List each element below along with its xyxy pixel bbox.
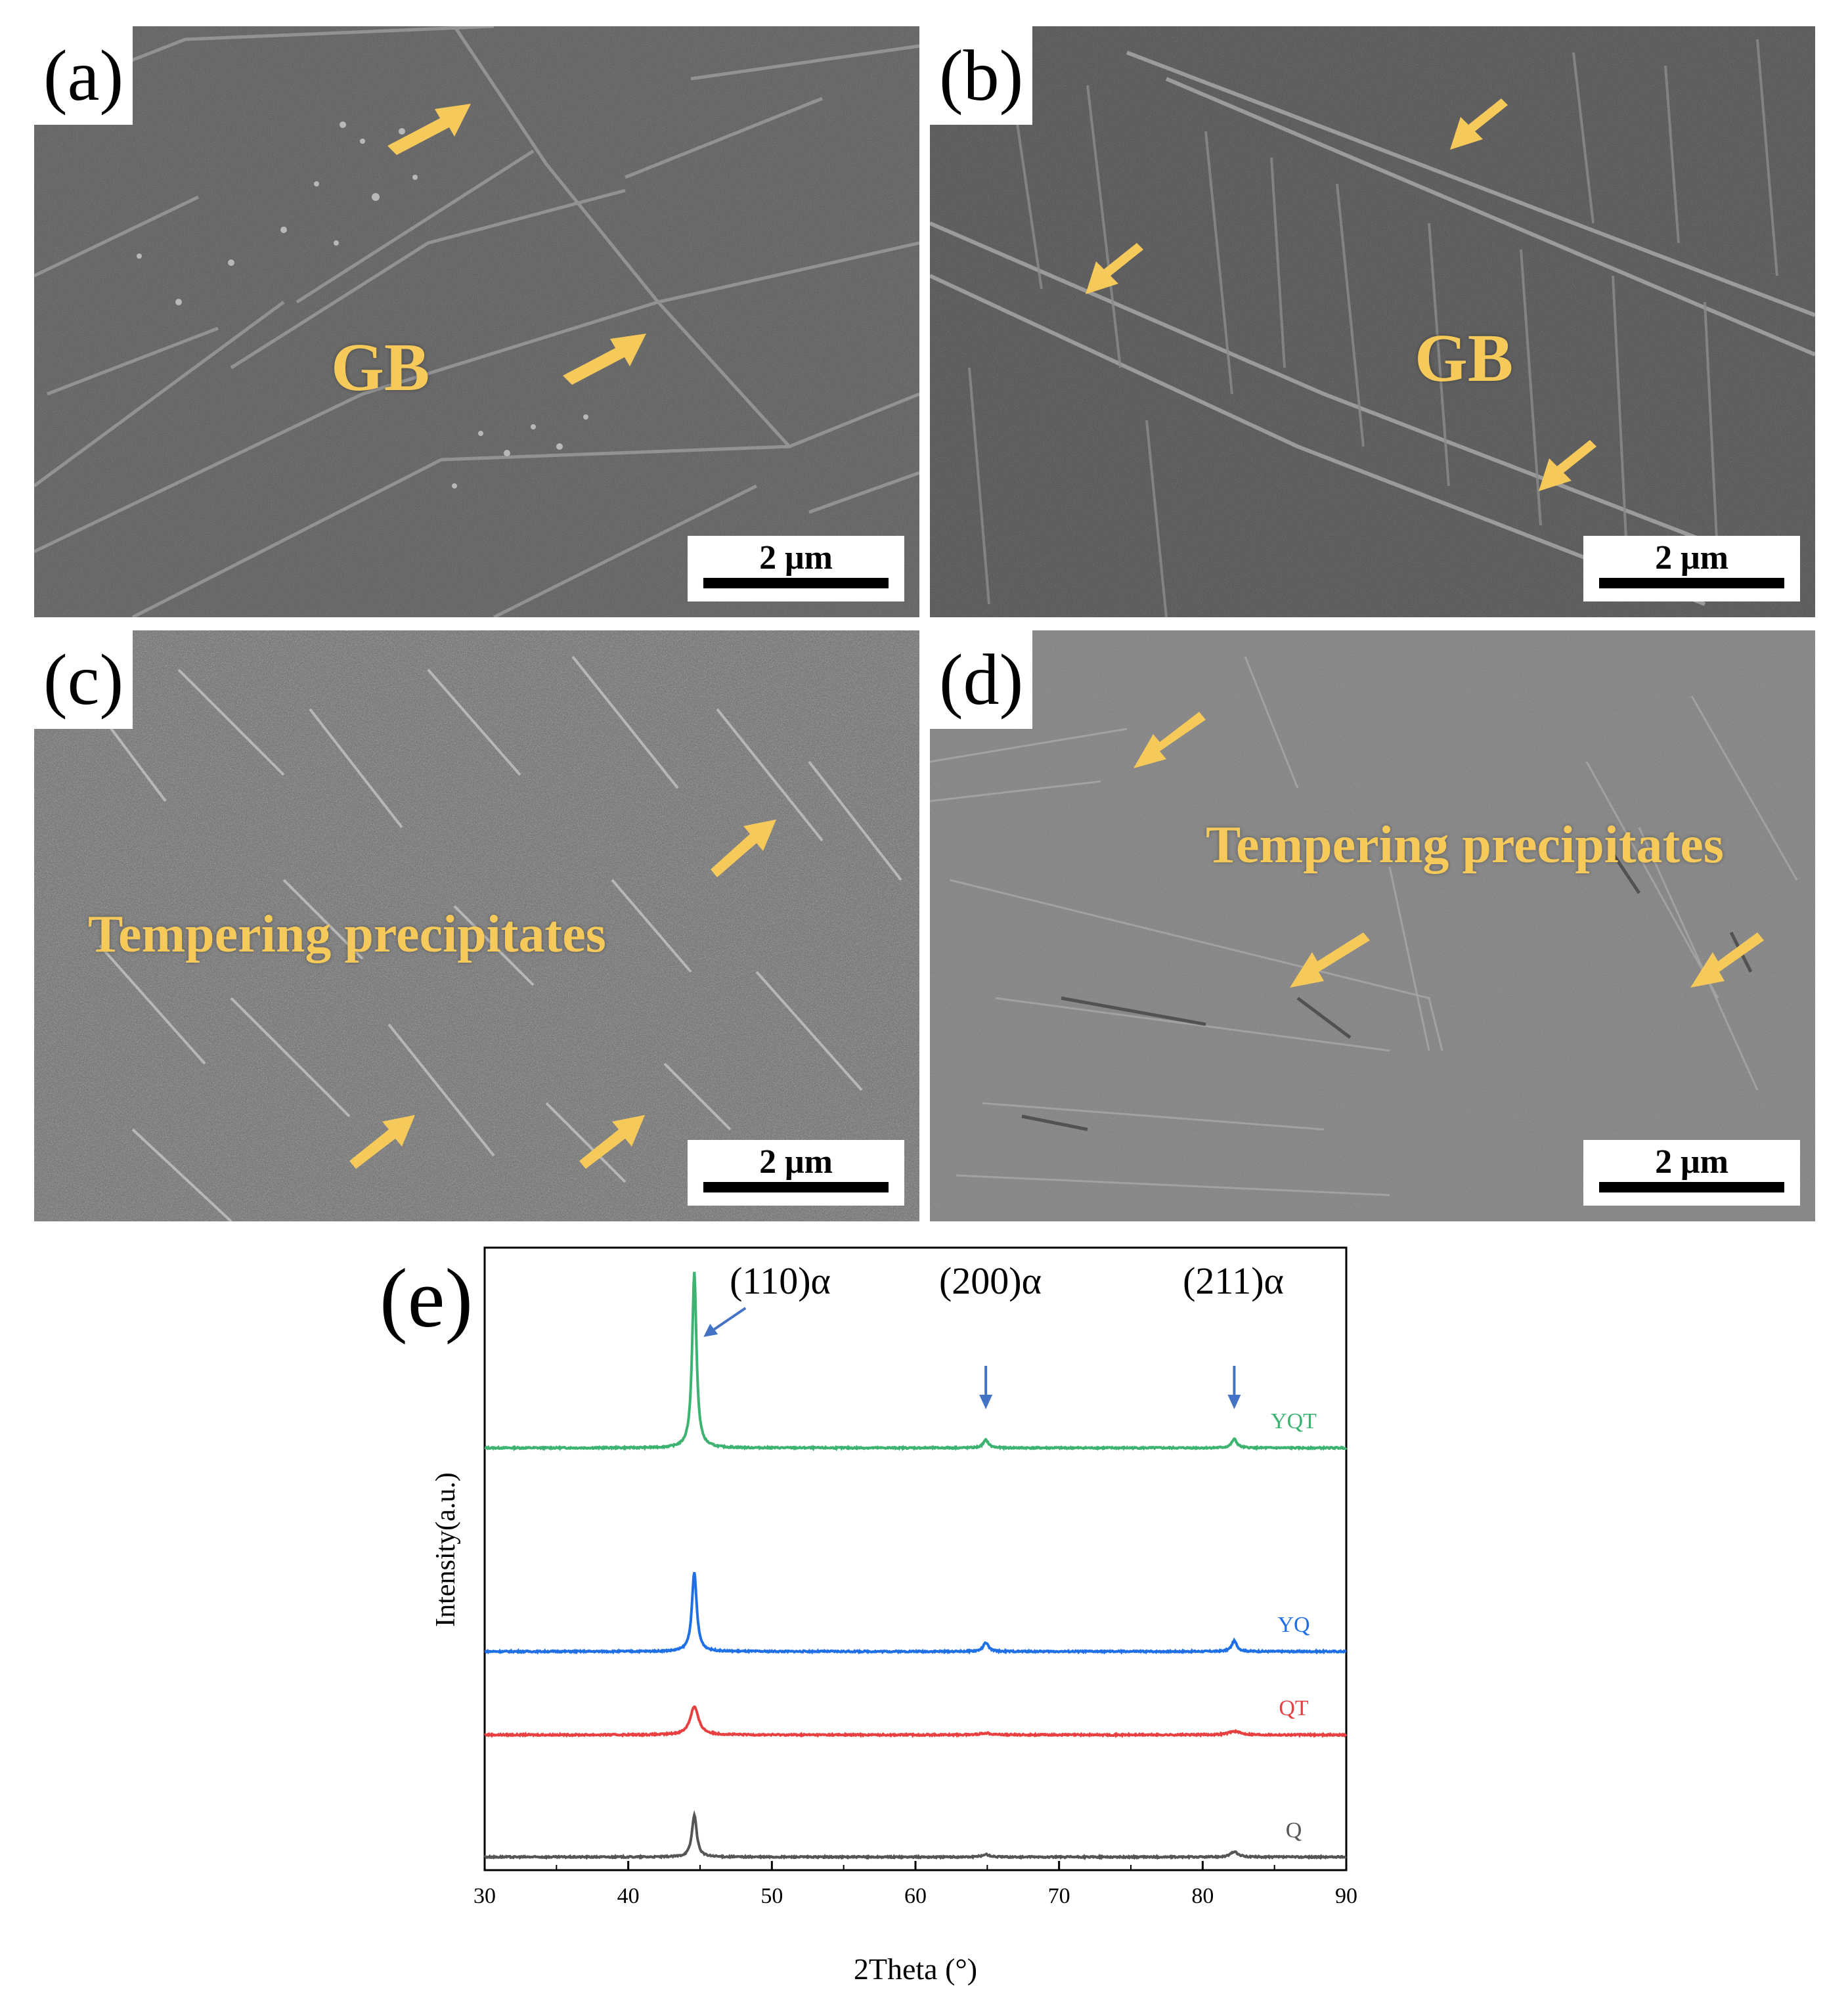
sem-image-b <box>930 26 1815 617</box>
sem-image-a <box>34 26 919 617</box>
scale-label-d: 2 μm <box>1655 1143 1728 1181</box>
plot-area: 30 40 50 60 70 80 90 YQT YQ QT Q (110)α (200)α (211)α <box>473 1246 1357 1908</box>
series-line-q <box>483 1810 1347 1860</box>
sem-image-c <box>34 630 919 1221</box>
arrow-icon <box>1133 712 1764 988</box>
annotation-tempering-c: Tempering precipitates <box>88 906 606 963</box>
sem-panel-c: (c) Tempering precipitates 2 μm <box>34 630 919 1221</box>
scale-bar-c: 2 μm <box>688 1140 904 1206</box>
series-label-yqt: YQT <box>1271 1409 1317 1433</box>
series-line-yq <box>484 1571 1347 1655</box>
chart-panel-label: (e) <box>380 1252 473 1345</box>
peak-arrow-icon <box>708 1307 747 1334</box>
panel-label-a: (a) <box>34 26 133 125</box>
scale-line-d <box>1599 1182 1784 1192</box>
arrow-icon <box>349 820 776 1169</box>
plot-frame <box>483 1246 1348 1871</box>
panel-label-c: (c) <box>34 630 133 729</box>
x-tick-label: 70 <box>1048 1884 1070 1908</box>
arrow-icon <box>1086 98 1596 491</box>
scale-line-c <box>703 1182 889 1192</box>
peak-arrowhead-icon <box>703 1324 718 1337</box>
peak-label: (211)α <box>1183 1259 1284 1302</box>
x-tick-label: 80 <box>1191 1884 1214 1908</box>
x-tick-label: 50 <box>760 1884 783 1908</box>
scale-bar-d: 2 μm <box>1583 1140 1800 1206</box>
series-line-qt <box>484 1705 1348 1738</box>
sem-image-d <box>930 630 1815 1221</box>
scale-label-c: 2 μm <box>759 1143 833 1181</box>
series-label-q: Q <box>1286 1818 1302 1843</box>
arrow-icon <box>387 104 646 385</box>
peak-arrowhead-icon <box>979 1395 993 1409</box>
sem-panel-b: (b) GB 2 μm <box>930 26 1815 617</box>
scale-label-a: 2 μm <box>759 539 833 577</box>
scale-label-b: 2 μm <box>1655 539 1728 577</box>
x-tick-label: 40 <box>617 1884 640 1908</box>
annotation-gb-b: GB <box>1415 320 1514 396</box>
series-line-yqt <box>484 1271 1348 1452</box>
panel-label-b: (b) <box>930 26 1033 125</box>
scale-bar-a: 2 μm <box>688 536 904 601</box>
xrd-chart: (e) Intensity(a.u.) 2Theta (°) 30 40 50 60 7… <box>380 1246 1357 1986</box>
peak-arrowhead-icon <box>1227 1395 1241 1409</box>
annotation-gb-a: GB <box>331 330 430 405</box>
sem-panel-a: (a) GB 2 μm <box>34 26 919 617</box>
series-label-yq: YQ <box>1277 1613 1309 1637</box>
x-tick-label: 90 <box>1335 1884 1357 1908</box>
x-axis-label: 2Theta (°) <box>854 1952 977 1986</box>
scale-line-b <box>1599 578 1784 588</box>
annotation-tempering-d: Tempering precipitates <box>1206 816 1724 874</box>
x-tick-label: 30 <box>473 1884 496 1908</box>
sem-panel-d: (d) Tempering precipitates 2 μm <box>930 630 1815 1221</box>
series-label-qt: QT <box>1279 1696 1309 1720</box>
scale-bar-b: 2 μm <box>1583 536 1800 601</box>
y-axis-label: Intensity(a.u.) <box>431 1472 461 1627</box>
panel-label-d: (d) <box>930 630 1033 729</box>
peak-label: (200)α <box>939 1259 1042 1302</box>
scale-line-a <box>703 578 889 588</box>
peak-label: (110)α <box>730 1259 831 1302</box>
x-tick-label: 60 <box>904 1884 927 1908</box>
